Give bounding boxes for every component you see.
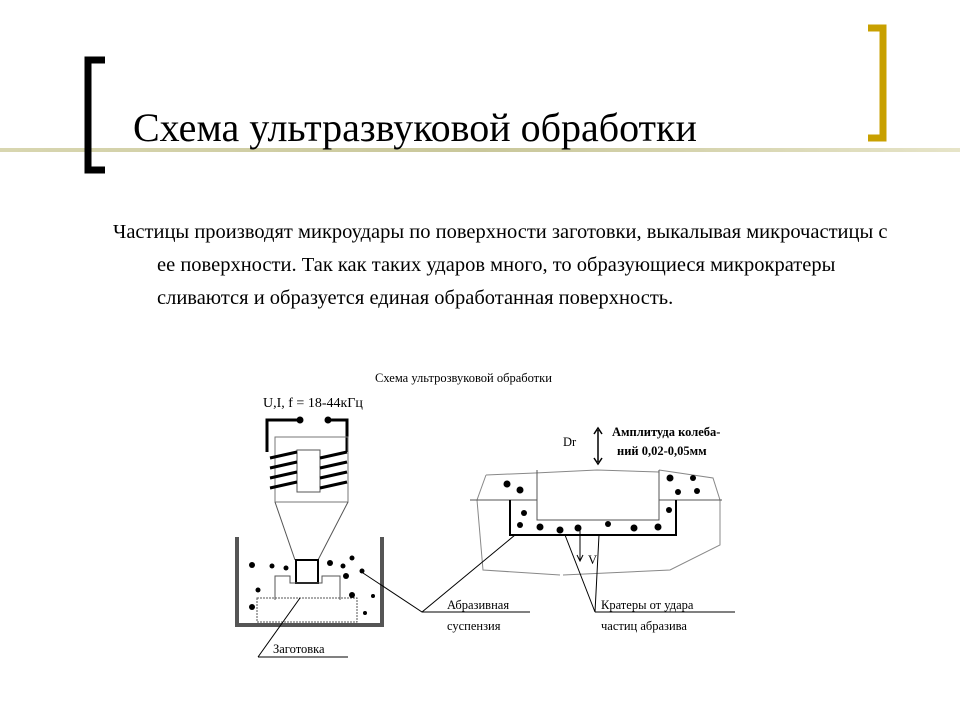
amplitude-label-2: ний 0,02-0,05мм <box>617 444 707 458</box>
power-label: U,I, f = 18-44кГц <box>263 396 363 411</box>
abrasive-label-1: Абразивная <box>447 598 509 612</box>
body-paragraph: Частицы производят микроудары по поверхн… <box>113 221 888 309</box>
velocity-label: V <box>588 553 597 567</box>
velocity-arrow <box>576 530 584 563</box>
slide-title: Схема ультразвуковой обработки <box>133 105 697 150</box>
diagram-title: Схема ультрозвуковой обработки <box>375 371 552 385</box>
amplitude-label-1: Амплитуда колеба- <box>612 425 720 439</box>
craters-label-1: Кратеры от удара <box>601 598 694 612</box>
dr-label: Dr <box>563 435 577 449</box>
tank <box>235 537 384 627</box>
abrasive-label-2: суспензия <box>447 619 501 633</box>
transducer <box>265 416 349 561</box>
craters-label-2: частиц абразива <box>601 619 687 633</box>
title-divider <box>0 148 960 152</box>
amplitude-arrow <box>593 426 603 466</box>
workpiece-label: Заготовка <box>273 642 325 656</box>
enlarged-view <box>470 426 722 576</box>
crater-particles <box>503 474 700 534</box>
abrasive-particles <box>249 555 375 615</box>
left-bracket <box>84 56 105 174</box>
right-bracket <box>868 24 887 142</box>
